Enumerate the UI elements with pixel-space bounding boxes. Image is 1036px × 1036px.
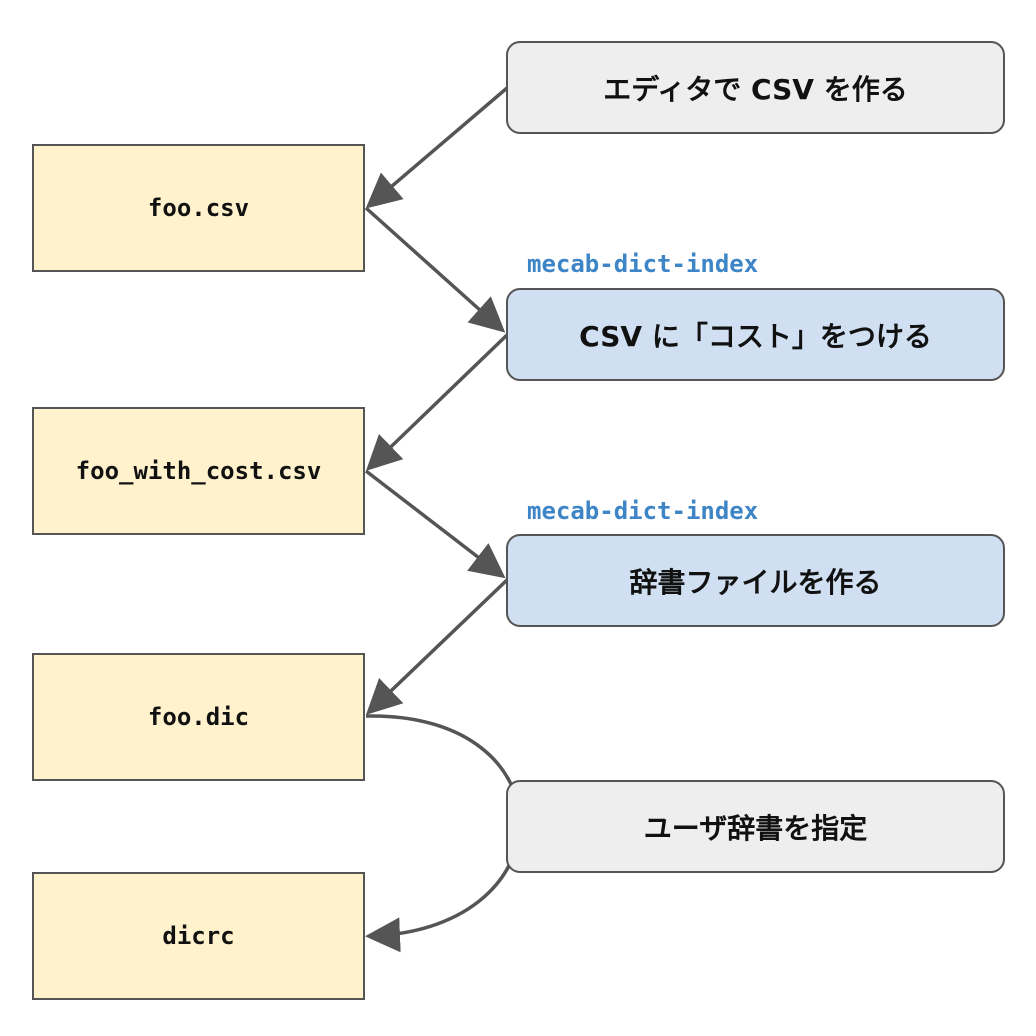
- arrow-foo-csv-to-add-cost: [364, 206, 506, 333]
- command-label-make-dict: mecab-dict-index: [527, 497, 759, 525]
- step-edit-csv: エディタで CSV を作る: [506, 41, 1005, 134]
- file-foo-dic-label: foo.dic: [147, 703, 250, 731]
- step-make-dict-label: 辞書ファイルを作る: [629, 565, 882, 599]
- step-edit-csv-label: エディタで CSV を作る: [603, 72, 908, 106]
- step-make-dict: 辞書ファイルを作る: [506, 534, 1005, 627]
- step-user-dict-label: ユーザ辞書を指定: [643, 811, 868, 845]
- arrow-edit-to-foo-csv: [365, 86, 509, 209]
- arrow-foo-dic-to-dicrc: [365, 714, 522, 953]
- arrow-foo-with-cost-to-make-dict: [364, 469, 506, 579]
- file-foo-dic: foo.dic: [32, 653, 365, 781]
- file-foo-csv: foo.csv: [32, 144, 365, 272]
- arrow-add-cost-to-foo-with-cost: [365, 333, 509, 471]
- step-add-cost-label: CSV に「コスト」をつける: [579, 319, 932, 353]
- arrow-make-dict-to-foo-dic: [365, 578, 509, 715]
- step-user-dict: ユーザ辞書を指定: [506, 780, 1005, 873]
- step-add-cost: CSV に「コスト」をつける: [506, 288, 1005, 381]
- command-label-add-cost: mecab-dict-index: [527, 250, 759, 278]
- file-foo-with-cost-csv: foo_with_cost.csv: [32, 407, 365, 535]
- file-dicrc: dicrc: [32, 872, 365, 1000]
- file-foo-with-cost-csv-label: foo_with_cost.csv: [75, 457, 322, 485]
- file-dicrc-label: dicrc: [162, 922, 235, 950]
- file-foo-csv-label: foo.csv: [147, 194, 250, 222]
